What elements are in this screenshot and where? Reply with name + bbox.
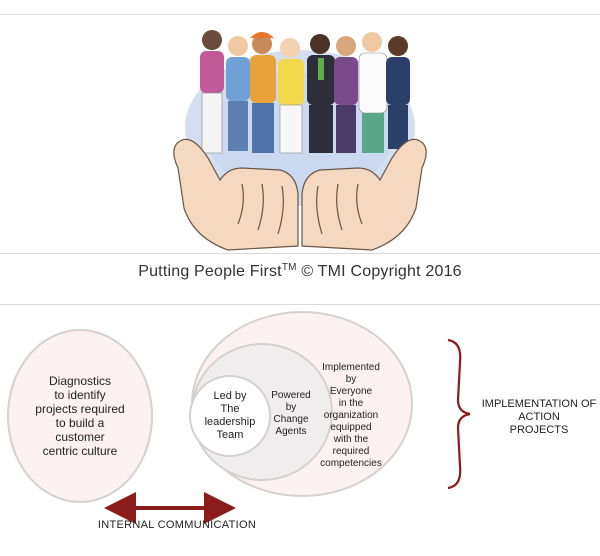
cupped-hands: [173, 138, 427, 251]
label-line: to identify: [54, 388, 106, 402]
trademark-mark: TM: [281, 262, 297, 273]
label-line: Change: [273, 414, 309, 425]
caption-top-divider: [0, 253, 600, 254]
led-inner-circle: [189, 375, 271, 457]
people-group: [200, 30, 410, 154]
label-line: PROJECTS: [509, 424, 569, 436]
label-line: Led by: [213, 390, 247, 402]
label-line: equipped: [330, 422, 372, 433]
label-line: Implemented: [322, 362, 380, 373]
label-line: required: [332, 446, 370, 457]
label-line: The: [220, 403, 240, 415]
label-line: with the: [333, 434, 369, 445]
people-in-hands-illustration: [173, 30, 427, 251]
label-line: Powered: [271, 390, 311, 401]
top-divider: [0, 14, 600, 15]
internal-communication-label: INTERNAL COMMUNICATION: [97, 519, 257, 531]
label-line: by: [345, 374, 357, 385]
label-line: centric culture: [42, 444, 118, 458]
label-line: in the: [338, 398, 364, 409]
label-line: Team: [216, 429, 244, 441]
right-curly-brace: [447, 338, 471, 490]
label-line: competencies: [320, 458, 382, 469]
label-line: leadership: [204, 416, 256, 428]
diagnostics-ellipse: [7, 329, 153, 503]
caption-bottom-divider: [0, 304, 600, 305]
caption-copyright: © TMI Copyright 2016: [301, 263, 462, 280]
label-line: Diagnostics: [48, 374, 112, 388]
label-line: projects required: [35, 402, 125, 416]
label-line: to build a: [55, 416, 105, 430]
caption-title: Putting People First: [138, 263, 282, 280]
label-line: organization: [323, 410, 379, 421]
label-line: Agents: [275, 426, 307, 437]
label-line: Everyone: [329, 386, 373, 397]
image-caption: Putting People FirstTM © TMI Copyright 2…: [0, 262, 600, 281]
label-line: ACTION: [518, 411, 560, 423]
label-line: IMPLEMENTATION OF: [481, 398, 597, 410]
label-line: by: [285, 402, 297, 413]
label-line: customer: [55, 430, 105, 444]
